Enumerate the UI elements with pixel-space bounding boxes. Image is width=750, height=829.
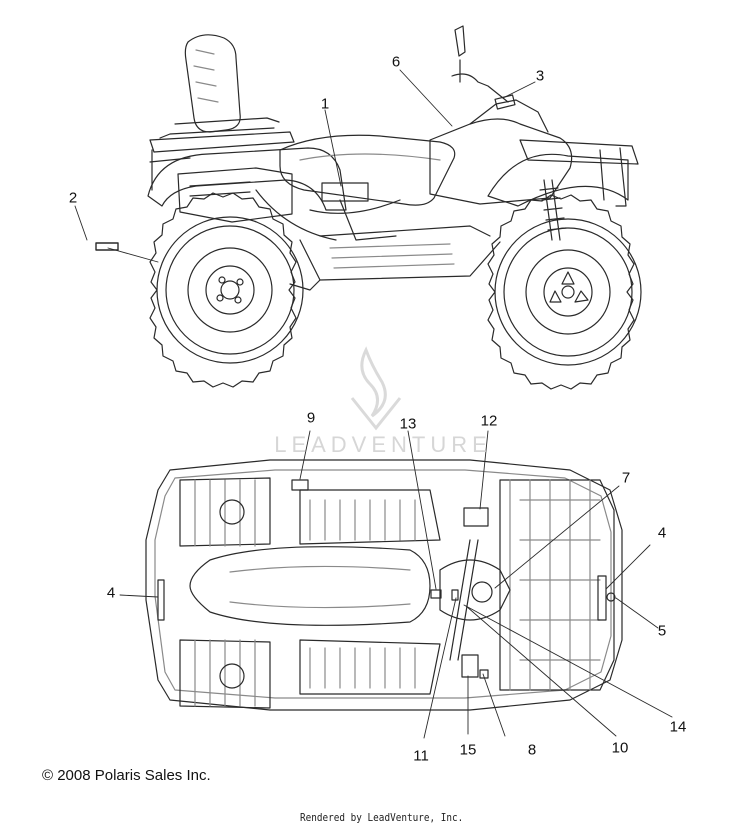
callout-1: 1: [320, 95, 330, 113]
rear-wheel: [149, 192, 304, 388]
atv-top-view: [145, 459, 623, 711]
decal-12: [463, 507, 489, 527]
decal-4-front: [597, 575, 607, 621]
callout-4-left: 4: [106, 584, 116, 602]
rendered-by-text: Rendered by LeadVenture, Inc.: [300, 811, 464, 824]
callout-4-right: 4: [657, 524, 667, 542]
callout-11: 11: [413, 747, 429, 765]
decal-4-rear: [157, 579, 165, 621]
callout-6: 6: [391, 53, 401, 71]
callout-10: 10: [611, 739, 629, 757]
rear-fender: [147, 147, 347, 211]
top-seat: [189, 546, 431, 626]
callout-8: 8: [527, 741, 537, 759]
decal-11: [451, 589, 459, 601]
watermark-logo: [350, 346, 402, 431]
copyright-text: © 2008 Polaris Sales Inc.: [42, 767, 211, 784]
side-leaders: [74, 69, 536, 263]
decal-13: [430, 589, 442, 599]
decal-15: [461, 654, 479, 678]
frame: [289, 225, 501, 291]
top-leaders: [119, 430, 673, 739]
callout-15: 15: [459, 741, 477, 759]
callout-14: 14: [669, 718, 687, 736]
front-shock: [539, 179, 567, 241]
decal-2: [95, 242, 119, 251]
atv-side-view: [95, 25, 642, 390]
engine: [177, 167, 293, 223]
backrest: [184, 34, 241, 133]
decal-5: [606, 592, 616, 602]
decal-9: [291, 479, 309, 491]
callout-7: 7: [621, 469, 631, 487]
callout-12: 12: [480, 412, 498, 430]
front-body: [429, 118, 573, 205]
handlebar: [451, 25, 509, 103]
callout-5: 5: [657, 622, 667, 640]
callout-13: 13: [399, 415, 417, 433]
front-wheel: [487, 194, 642, 390]
watermark-text: LEADVENTURE: [274, 432, 492, 457]
top-console: [439, 559, 511, 621]
callout-2: 2: [68, 189, 78, 207]
front-rack: [519, 139, 639, 207]
callout-9: 9: [306, 409, 316, 427]
callout-3: 3: [535, 67, 545, 85]
top-outline: [145, 459, 623, 711]
decal-1: [321, 182, 369, 202]
seat: [279, 134, 456, 206]
